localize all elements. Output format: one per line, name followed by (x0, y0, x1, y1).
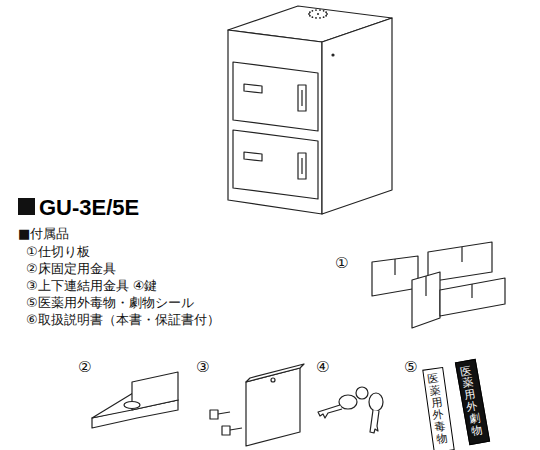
partition-plates (372, 242, 505, 328)
key-head (339, 395, 357, 409)
plate-slot (394, 259, 395, 275)
lock-slot (301, 158, 302, 174)
screw-shank (230, 428, 242, 430)
key-ring (356, 387, 368, 399)
accessory-item: ③上下連結用金具 ④鍵 (26, 278, 157, 294)
bracket-hole (124, 402, 140, 409)
callout-number: ④ (316, 358, 329, 376)
drawer-handle (244, 84, 262, 93)
plate-slot (461, 247, 462, 262)
vent-hole (308, 13, 310, 15)
key-blade (370, 410, 379, 433)
accessory-item: ①仕切り板 (26, 244, 90, 260)
section-heading: ■付属品 (18, 226, 69, 242)
vent-hole (315, 17, 317, 19)
cabinet-side (322, 18, 392, 214)
drawer-handle (244, 152, 262, 161)
seal-text: 医薬用外劇物 (460, 365, 483, 438)
accessory-item: ⑤医薬用外毒物・劇物シール (26, 295, 194, 311)
key-head (369, 393, 383, 411)
vent-holes (308, 9, 328, 19)
callout-number: ⑤ (404, 358, 417, 376)
model-title: GU-3E/5E (39, 196, 139, 220)
vent-hole (326, 13, 328, 15)
partition-plate (440, 278, 505, 316)
vent-hole (309, 15, 311, 17)
partition-plate (372, 256, 418, 296)
keys (318, 387, 383, 433)
accessory-item: ②床固定用金具 (26, 261, 116, 277)
screw (210, 410, 242, 435)
plate-slot (471, 284, 472, 298)
hinge-dot (332, 54, 334, 56)
drawer-lower (233, 130, 318, 199)
vent-hole (317, 13, 319, 15)
lock-handle (298, 153, 306, 179)
screw-head (210, 410, 218, 419)
accessory-item: ⑥取扱説明書（本書・保証書付） (26, 312, 220, 328)
title-square (18, 198, 35, 215)
partition-plate (412, 272, 440, 328)
vent-hole (309, 11, 311, 13)
joint-plate-tab (246, 364, 304, 382)
joint-plate-set (210, 364, 304, 446)
poison-seal: 医薬用外劇物 (455, 359, 490, 445)
poison-seal: 医薬用外毒物 (422, 367, 454, 450)
floor-bracket (92, 372, 178, 428)
vent-hole (325, 11, 327, 13)
callout-number: ③ (196, 358, 209, 376)
vent-hole (311, 10, 313, 12)
lock-handle (298, 85, 306, 111)
cabinet-front (228, 30, 322, 214)
screw-shank (218, 412, 230, 414)
vent-hole (319, 17, 321, 19)
plate-hole (271, 378, 275, 382)
key-blade (318, 405, 342, 418)
vent-hole (319, 9, 321, 11)
cabinet (228, 6, 392, 214)
seal-text: 医薬用外毒物 (427, 373, 448, 446)
vent-hole (323, 16, 325, 18)
vent-hole (325, 15, 327, 17)
vent-hole (315, 9, 317, 11)
callout-number: ② (78, 358, 91, 376)
lock-slot (301, 90, 302, 106)
callout-number: ① (335, 254, 348, 272)
drawer-upper (233, 62, 318, 131)
vent-hole (311, 16, 313, 18)
plate-slot (425, 276, 426, 296)
screw-head (222, 426, 230, 435)
vent-hole (323, 10, 325, 12)
